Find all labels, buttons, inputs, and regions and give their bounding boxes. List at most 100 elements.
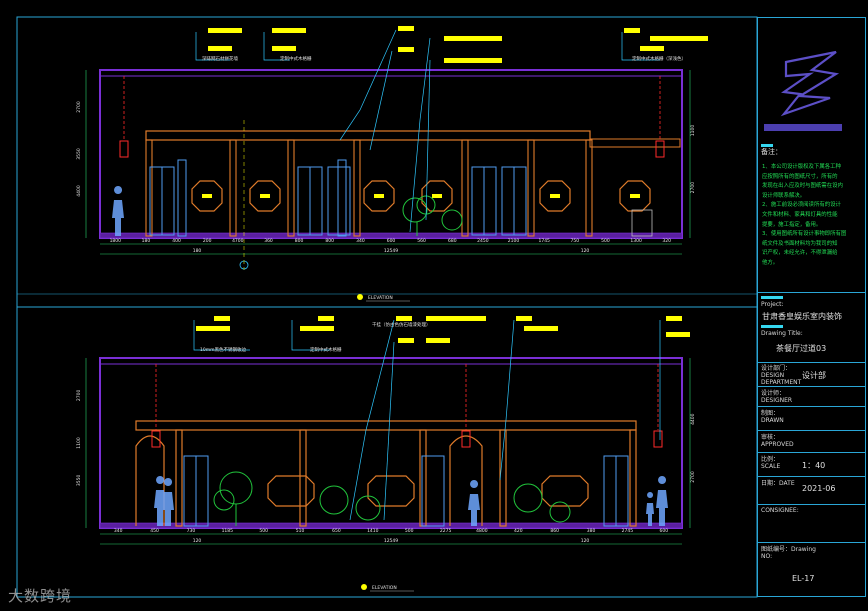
remarks-note-line: 他方。 [762, 259, 779, 266]
design-dept: 设计部 [802, 371, 826, 380]
top-dimension-1: 180 [142, 238, 151, 244]
remarks-note-line: 2、施工前设必须阅读所有的设计 [762, 202, 841, 209]
bottom-height-2: 3550 [76, 475, 82, 487]
top-dimension-17: 1300 [630, 238, 642, 244]
top-dimension-7: 800 [325, 238, 334, 244]
bottom-dimension-10: 4800 [476, 528, 488, 534]
bottom-elevation-title: ELEVATION [372, 585, 397, 591]
drawing-no-label: 图纸编号：Drawing NO: [761, 546, 816, 560]
title-block: 备注： 1、本公司设计版权及下属各工种应按照所有的图纸尺寸，所有的发现在出入应及… [757, 17, 866, 597]
top-leader-lines [195, 29, 660, 233]
bottom-dimension-15: 600 [660, 528, 669, 534]
top-annotation-2: 定制中式木格栅 [280, 55, 312, 62]
drawing-title: 茶餐厅过道03 [776, 344, 827, 353]
design-dept-row [758, 362, 865, 386]
top-dimension-total-0: 180 [193, 248, 202, 254]
designer-label: 设计师：DESIGNER [761, 390, 793, 404]
bottom-height-4: 2700 [690, 471, 696, 483]
drawn-row [758, 406, 865, 426]
top-dimension-4: 4700 [232, 238, 244, 244]
bottom-dimension-total-2: 120 [581, 538, 590, 544]
bottom-callouts [196, 316, 690, 343]
top-dimension-8: 340 [356, 238, 365, 244]
date-row [758, 476, 865, 498]
top-dimension-6: 800 [295, 238, 304, 244]
top-dimension-3: 200 [203, 238, 212, 244]
bottom-dimension-11: 420 [514, 528, 523, 534]
bottom-lattice-windows [267, 475, 589, 507]
company-logo [780, 50, 840, 117]
project-name: 甘肃香皇娱乐室内装饰 [762, 312, 842, 321]
bottom-dimension-labels-row2: 120 12549 120 [193, 538, 590, 544]
bottom-dimension-0: 340 [114, 528, 123, 534]
drawing-no: EL-17 [792, 574, 815, 583]
logo-caption-bar [764, 124, 842, 131]
remarks-note-line: 发现在出入应及时与图纸需在设内 [762, 183, 843, 190]
bottom-height-0: 2700 [76, 390, 82, 402]
project-marker [761, 296, 783, 299]
date-label: 日期：DATE [761, 480, 795, 487]
top-elevation-title: ELEVATION [368, 295, 393, 301]
bottom-person-figures [154, 476, 668, 526]
top-dimension-15: 750 [571, 238, 580, 244]
bottom-dimension-5: 510 [296, 528, 305, 534]
remarks-note-line: 纸文件及书面材料均为我司的知 [762, 240, 838, 247]
bottom-dimension-total-1: 12549 [384, 538, 398, 544]
scale-row [758, 452, 865, 474]
bottom-dimension-9: 2275 [440, 528, 452, 534]
bottom-annotation-1: 10mm黑色不锈钢收边 [200, 346, 246, 353]
top-dimension-total-2: 120 [581, 248, 590, 254]
top-columns [145, 139, 593, 237]
bottom-dimension-total-0: 120 [193, 538, 202, 544]
top-dimension-13: 2100 [508, 238, 520, 244]
project-label: Project: [761, 301, 784, 308]
bottom-dimension-14: 2745 [622, 528, 634, 534]
bottom-elev-symbol [361, 584, 367, 590]
top-dimension-14: 1745 [538, 238, 550, 244]
top-dimension-9: 600 [387, 238, 396, 244]
remarks-note-line: 提要，施工指定，备用。 [762, 221, 822, 228]
top-dimension-18: 320 [662, 238, 671, 244]
top-dimension-total-1: 12549 [384, 248, 398, 254]
top-doors [149, 159, 527, 237]
approved-label: 审核：APPROVED [761, 434, 794, 448]
design-dept-label: 设计部门：DESIGN DEPARTMENT [761, 365, 802, 386]
bottom-dimension-12: 860 [550, 528, 559, 534]
remarks-note-line: 识产权，未经允许，不得泄漏给 [762, 250, 838, 257]
bottom-plants [213, 471, 571, 526]
top-window-labels [202, 194, 640, 198]
approved-row [758, 430, 865, 450]
bottom-annotation-3: 干挂（仿古色仿石墙漆处理） [372, 321, 431, 328]
bottom-height-labels: 2700 1100 3550 4400 2700 [76, 390, 696, 487]
top-dimension-5: 360 [264, 238, 273, 244]
designer-row [758, 386, 865, 406]
top-pendant-lights [123, 76, 661, 140]
top-callouts [208, 26, 708, 63]
bottom-height-1: 1100 [76, 437, 82, 449]
remarks-label: 备注： [761, 148, 782, 156]
top-beam-right [589, 138, 681, 148]
top-beam [145, 130, 591, 141]
top-lanterns [119, 140, 665, 158]
top-dimension-2: 400 [172, 238, 181, 244]
bottom-arches [135, 429, 637, 527]
bottom-lanterns [151, 430, 663, 448]
bottom-height-3: 4400 [690, 413, 696, 425]
remarks-note-line: 文件和材料、家具和灯具的性能 [762, 211, 838, 218]
top-octagon-windows [191, 180, 651, 212]
scale-value: 1：40 [802, 461, 826, 470]
scale-label: 比例：SCALE [761, 456, 781, 470]
top-dimension-labels-row2: 180 12549 120 [193, 248, 590, 254]
bottom-dimension-7: 1410 [367, 528, 379, 534]
date-value: 2021-06 [802, 484, 836, 493]
top-plants [402, 195, 463, 236]
bottom-dimension-3: 1185 [222, 528, 234, 534]
top-dimension-12: 2450 [477, 238, 489, 244]
top-dimension-16: 500 [601, 238, 610, 244]
remarks-notes: 1、本公司设计版权及下属各工种应按照所有的图纸尺寸，所有的发现在出入应及时与图纸… [762, 163, 864, 269]
drawing-no-row [758, 542, 865, 596]
